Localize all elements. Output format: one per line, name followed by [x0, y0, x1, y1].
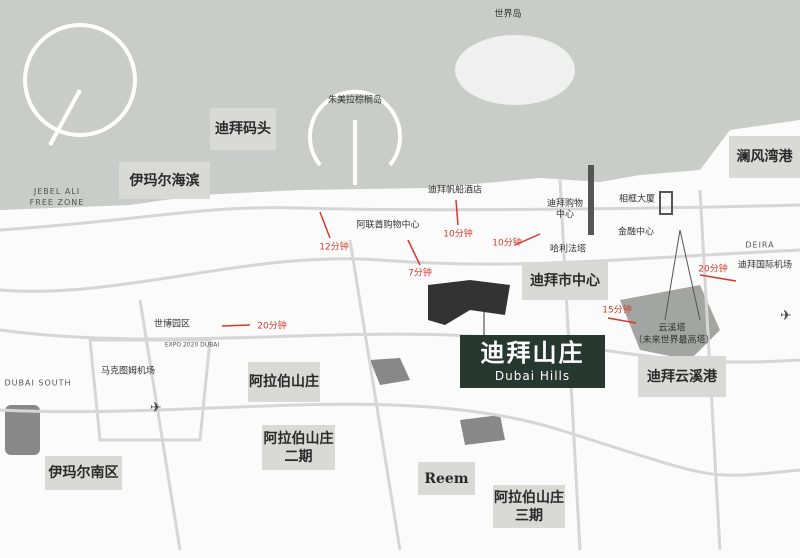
time-to-airport: 20分钟	[698, 264, 728, 275]
arabian-ranches-plots	[5, 358, 505, 455]
time-to-dubai-mall: 10分钟	[492, 238, 522, 249]
label-reem: Reem	[418, 462, 475, 495]
world-islands	[455, 35, 575, 105]
district-name: Reem	[424, 470, 469, 487]
landmark-burj-khalifa: 哈利法塔	[549, 244, 587, 255]
time-to-moe: 7分钟	[408, 268, 432, 279]
landmark-mall-of-emirates: 阿联酋购物中心	[356, 220, 420, 231]
district-name: 迪拜市中心	[530, 273, 600, 289]
district-name: 阿拉伯山庄	[249, 374, 319, 390]
burj-khalifa-icon	[588, 165, 594, 235]
district-name: 迪拜云溪港	[647, 368, 717, 385]
time-to-creek-harbour: 15分钟	[602, 305, 632, 316]
time-to-expo: 20分钟	[257, 321, 287, 332]
creek-harbour-area	[620, 285, 720, 360]
area-dubai-south: DUBAI SOUTH	[4, 378, 72, 388]
landmark-palm: 朱美拉棕榈岛	[327, 95, 383, 106]
label-creek-harbour: 迪拜云溪港	[638, 356, 726, 397]
dubai-hills-plot	[428, 280, 510, 325]
area-deira: DEIRA	[745, 240, 775, 250]
landmark-dwc-airport: 马克图姆机场	[100, 366, 156, 377]
landmark-burj-al-arab: 迪拜帆船酒店	[427, 185, 483, 196]
palm-jebel-ali	[23, 23, 137, 146]
landmark-expo: 世博园区	[153, 319, 191, 330]
landmark-creek-tower-note: （未来世界最高塔）	[633, 335, 715, 346]
label-downtown: 迪拜市中心	[522, 262, 608, 300]
landmark-world-islands: 世界岛	[494, 9, 522, 20]
district-name: 伊玛尔海滨	[129, 172, 200, 189]
plane-icon: ✈	[150, 400, 162, 416]
label-emaar-south: 伊玛尔南区	[45, 456, 122, 490]
area-text: FREE ZONE	[29, 198, 85, 207]
landmark-dubai-frame: 相框大厦	[618, 194, 656, 205]
label-arabian-ranches: 阿拉伯山庄	[248, 362, 320, 402]
sea	[0, 0, 800, 210]
expo-logo: EXPO 2020 DUBAI	[164, 341, 220, 349]
district-name: 迪拜码头	[215, 121, 271, 137]
landmark-dubai-mall: 迪拜购物中心	[547, 199, 583, 221]
label-arabian-ranches-2: 阿拉伯山庄二期	[262, 425, 335, 470]
plane-icon: ✈	[780, 308, 792, 324]
area-jafz: JEBEL ALI FREE ZONE	[30, 186, 85, 208]
label-jbr: 伊玛尔海滨	[119, 162, 210, 199]
district-name-en: Dubai Hills	[494, 368, 571, 383]
district-name: 迪拜山庄	[480, 337, 585, 367]
district-name: 阿拉伯山庄	[494, 489, 564, 506]
time-to-burj-al-arab: 10分钟	[443, 229, 473, 240]
palm-jumeirah	[308, 89, 402, 185]
label-dubai-marina: 迪拜码头	[210, 108, 276, 150]
landmark-dxb-airport: 迪拜国际机场	[737, 260, 793, 271]
district-name: 澜风湾港	[736, 149, 793, 165]
district-name: 伊玛尔南区	[48, 465, 119, 481]
dubai-frame-icon	[659, 191, 673, 215]
label-arabian-ranches-3: 阿拉伯山庄三期	[493, 485, 565, 528]
creek-tower-icon	[664, 229, 701, 321]
district-phase: 二期	[284, 448, 313, 465]
landmark-text: 中心	[555, 210, 575, 220]
district-phase: 三期	[515, 507, 543, 524]
landmark-creek-tower: 云溪塔	[658, 323, 686, 334]
district-name: 阿拉伯山庄	[263, 430, 334, 447]
landmark-difc: 金融中心	[617, 227, 655, 238]
time-to-palm: 12分钟	[319, 242, 349, 253]
area-text: JEBEL ALI	[33, 187, 81, 196]
time-arrows	[221, 199, 737, 327]
landmark-text: 迪拜购物	[546, 199, 584, 209]
label-creek-harbour-north: 澜风湾港	[729, 136, 800, 178]
